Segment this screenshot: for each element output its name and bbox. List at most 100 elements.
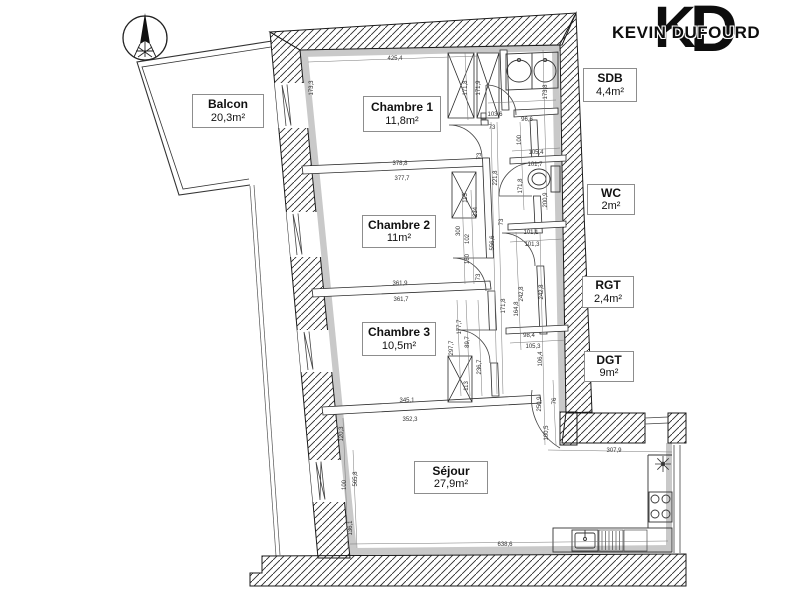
wall-lining-layer <box>300 44 672 556</box>
dimension-label: 352,3 <box>402 417 418 423</box>
washbasin-icon <box>506 59 532 83</box>
dimension-label: 106,4 <box>538 351 544 367</box>
dimension-label: 171,8 <box>501 298 507 314</box>
dimension-label: 177,7 <box>457 319 463 335</box>
dimension-label: 173,8 <box>543 84 549 100</box>
dimension-label: 113 <box>464 381 470 391</box>
dimension-label: 250,9 <box>537 396 543 412</box>
dimension-label: 101,1 <box>523 230 539 236</box>
room-label-rgt: RGT 2,4m² <box>582 276 634 308</box>
dimension-label: 221,8 <box>493 170 499 186</box>
dimension-label: 164,8 <box>514 301 520 317</box>
dimension-label: 103,6 <box>487 112 503 118</box>
dimension-label: 102 <box>465 233 471 244</box>
dimension-label: 242,8 <box>519 286 525 302</box>
room-label-chambre-3: Chambre 3 10,5m² <box>362 322 436 356</box>
room-area: 4,4m² <box>595 85 625 98</box>
dimension-label: 113 <box>463 193 469 203</box>
walls-layer <box>249 11 687 587</box>
brand-logo: K D KEVIN DUFOURD <box>608 0 796 65</box>
dimension-label: 200,9 <box>543 192 549 208</box>
window-glazing-lines <box>281 84 684 553</box>
tap-icon <box>516 57 522 63</box>
washbasin-icon <box>533 59 557 83</box>
dimension-label: 100,5 <box>544 425 550 441</box>
room-label-chambre-1: Chambre 1 11,8m² <box>363 96 441 132</box>
drainboard-icon <box>598 529 624 552</box>
dimension-label: 89,7 <box>465 336 471 348</box>
dimension-label: 73 <box>499 218 505 225</box>
cooktop-icon <box>648 491 673 523</box>
dimension-label: 425,4 <box>387 56 403 62</box>
ceiling-light-icon <box>655 456 671 472</box>
room-area: 11m² <box>386 232 412 245</box>
dimension-label: 378,8 <box>392 161 408 167</box>
property-line <box>249 184 281 557</box>
room-area: 2,4m² <box>593 292 623 305</box>
dimension-label: 100 <box>517 134 523 145</box>
logo-wordmark: KEVIN DUFOURD <box>612 23 761 42</box>
dimension-label: 171,8 <box>463 80 469 96</box>
dimension-label: 100 <box>342 479 348 490</box>
dimension-label: 105,3 <box>525 344 541 350</box>
dimension-label: 73 <box>476 273 482 280</box>
balcony-outline <box>136 40 273 196</box>
dimension-label: 236,7 <box>477 359 483 375</box>
dimension-label: 173,3 <box>309 80 315 96</box>
dimension-label: 101,7 <box>527 162 543 168</box>
dimension-label: 297,7 <box>449 340 455 356</box>
room-name: Chambre 2 <box>367 217 431 232</box>
dimension-label: 638,6 <box>497 542 513 548</box>
room-name: WC <box>601 185 621 200</box>
dimension-label: 73 <box>477 152 483 159</box>
dimension-label: 105,4 <box>528 150 544 156</box>
dimension-label: 361,9 <box>392 281 408 287</box>
partitions-layer <box>301 49 569 416</box>
dimension-label: 180 <box>465 253 471 264</box>
room-name: Chambre 1 <box>370 100 434 115</box>
dimension-label: 361,7 <box>393 297 409 303</box>
dimension-lines <box>307 49 673 549</box>
dimension-label: 307,9 <box>606 448 622 454</box>
room-area: 27,9m² <box>433 478 469 491</box>
room-area: 10,5m² <box>381 339 417 352</box>
dimension-label: 96,6 <box>521 117 533 123</box>
dimension-label: 300 <box>456 225 462 236</box>
logo-monogram-d: D <box>690 0 738 65</box>
room-area: 2m² <box>601 200 621 213</box>
north-compass-icon <box>122 13 168 61</box>
room-area: 9m² <box>599 367 619 380</box>
room-name: Séjour <box>432 463 470 478</box>
room-label-wc: WC 2m² <box>587 184 635 215</box>
dimension-labels-layer: 425,4 378,8 377,7 361,9 361,7 345,1 352,3 638,6… <box>309 56 622 548</box>
wardrobe-symbols <box>447 52 500 403</box>
dimension-label: 171,9 <box>476 80 482 96</box>
kitchen-counter <box>552 527 673 553</box>
room-area: 11,8m² <box>385 114 419 127</box>
window-openings <box>274 83 684 553</box>
room-label-dgt: DGT 9m² <box>584 351 634 382</box>
dimension-label: 234 <box>473 206 479 217</box>
dimension-label: 242,8 <box>539 284 545 300</box>
door-swings <box>448 84 561 449</box>
dimension-label: 377,7 <box>394 176 410 182</box>
dimension-label: 556,6 <box>490 235 496 251</box>
appliance-box <box>623 529 648 552</box>
vanity-counter <box>505 51 559 91</box>
dimension-label: 101,3 <box>524 242 540 248</box>
dimension-label: 120,3 <box>339 426 345 442</box>
room-label-sejour: Séjour 27,9m² <box>414 461 488 494</box>
room-name: SDB <box>597 71 623 86</box>
dimension-label: 171,8 <box>518 178 524 194</box>
dimension-label: 98,4 <box>523 333 535 339</box>
room-label-sdb: SDB 4,4m² <box>583 68 637 102</box>
logo-monogram-k: K <box>654 0 696 60</box>
kitchen-fixtures <box>552 454 673 553</box>
dimension-label: 345,1 <box>399 398 415 404</box>
room-name: RGT <box>595 278 621 293</box>
room-name: Chambre 3 <box>367 325 431 340</box>
dimension-label: 565,8 <box>353 471 359 487</box>
room-area: 20,3m² <box>210 111 246 124</box>
